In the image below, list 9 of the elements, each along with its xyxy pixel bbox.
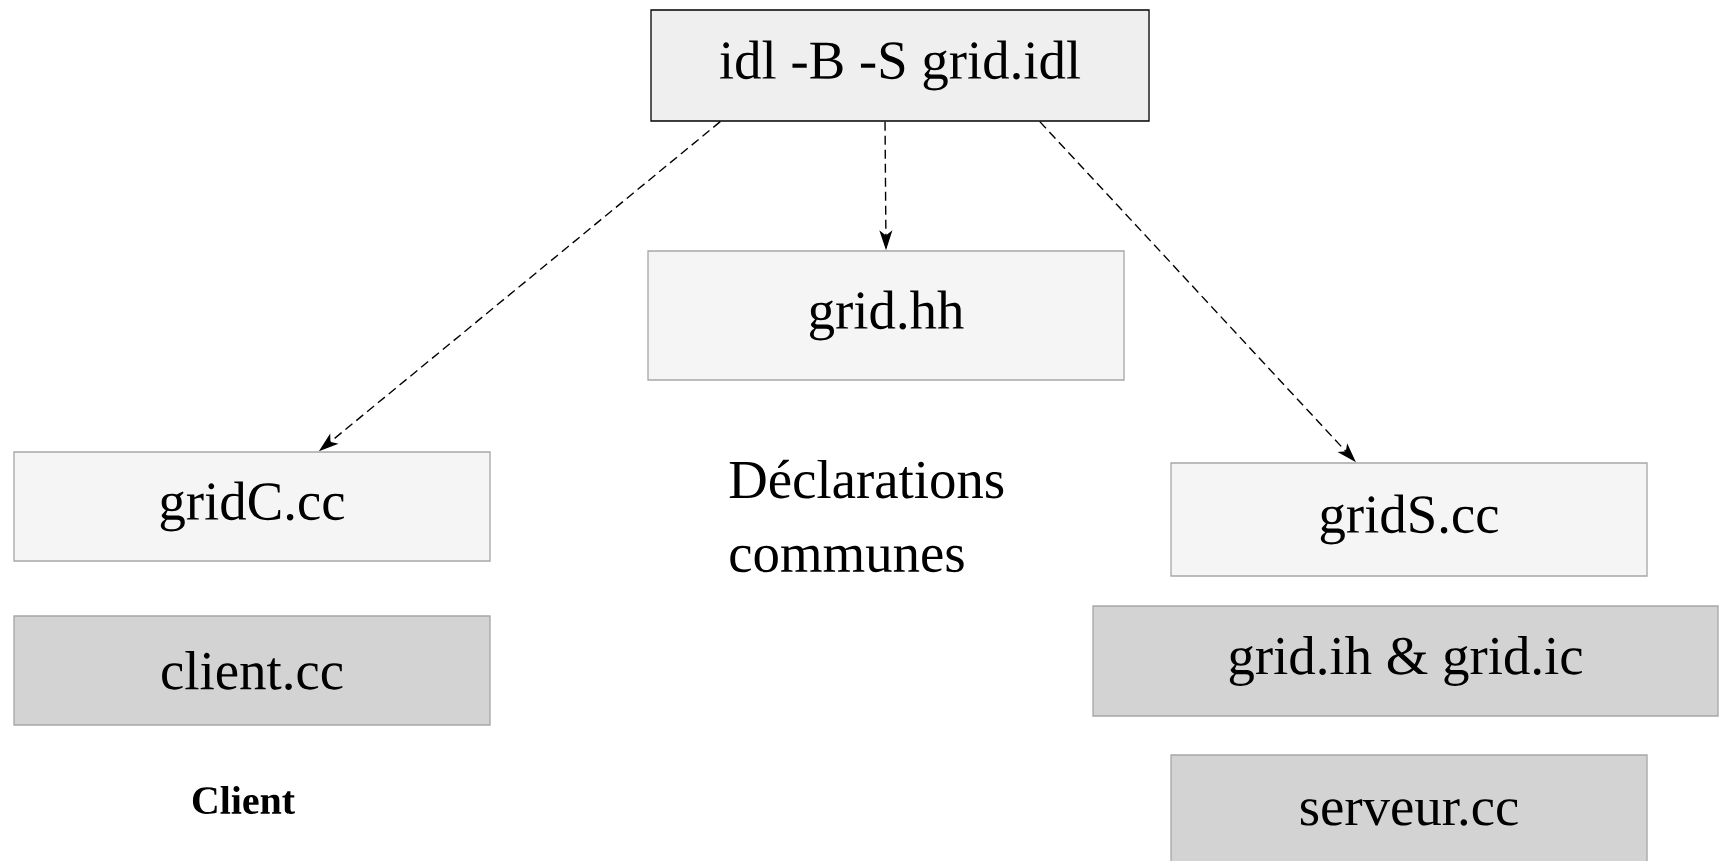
file-box: client.cc — [13, 615, 491, 726]
file-box: gridC.cc — [13, 451, 491, 562]
file-box: idl -B -S grid.idl — [650, 9, 1150, 122]
file-box: grid.hh — [647, 250, 1125, 381]
section-label: Client — [192, 786, 295, 815]
file-box: gridS.cc — [1170, 462, 1648, 577]
file-box: grid.ih & grid.ic — [1092, 605, 1719, 717]
file-box: serveur.cc — [1170, 754, 1648, 861]
description-text: Déclarations communes — [729, 459, 1004, 573]
